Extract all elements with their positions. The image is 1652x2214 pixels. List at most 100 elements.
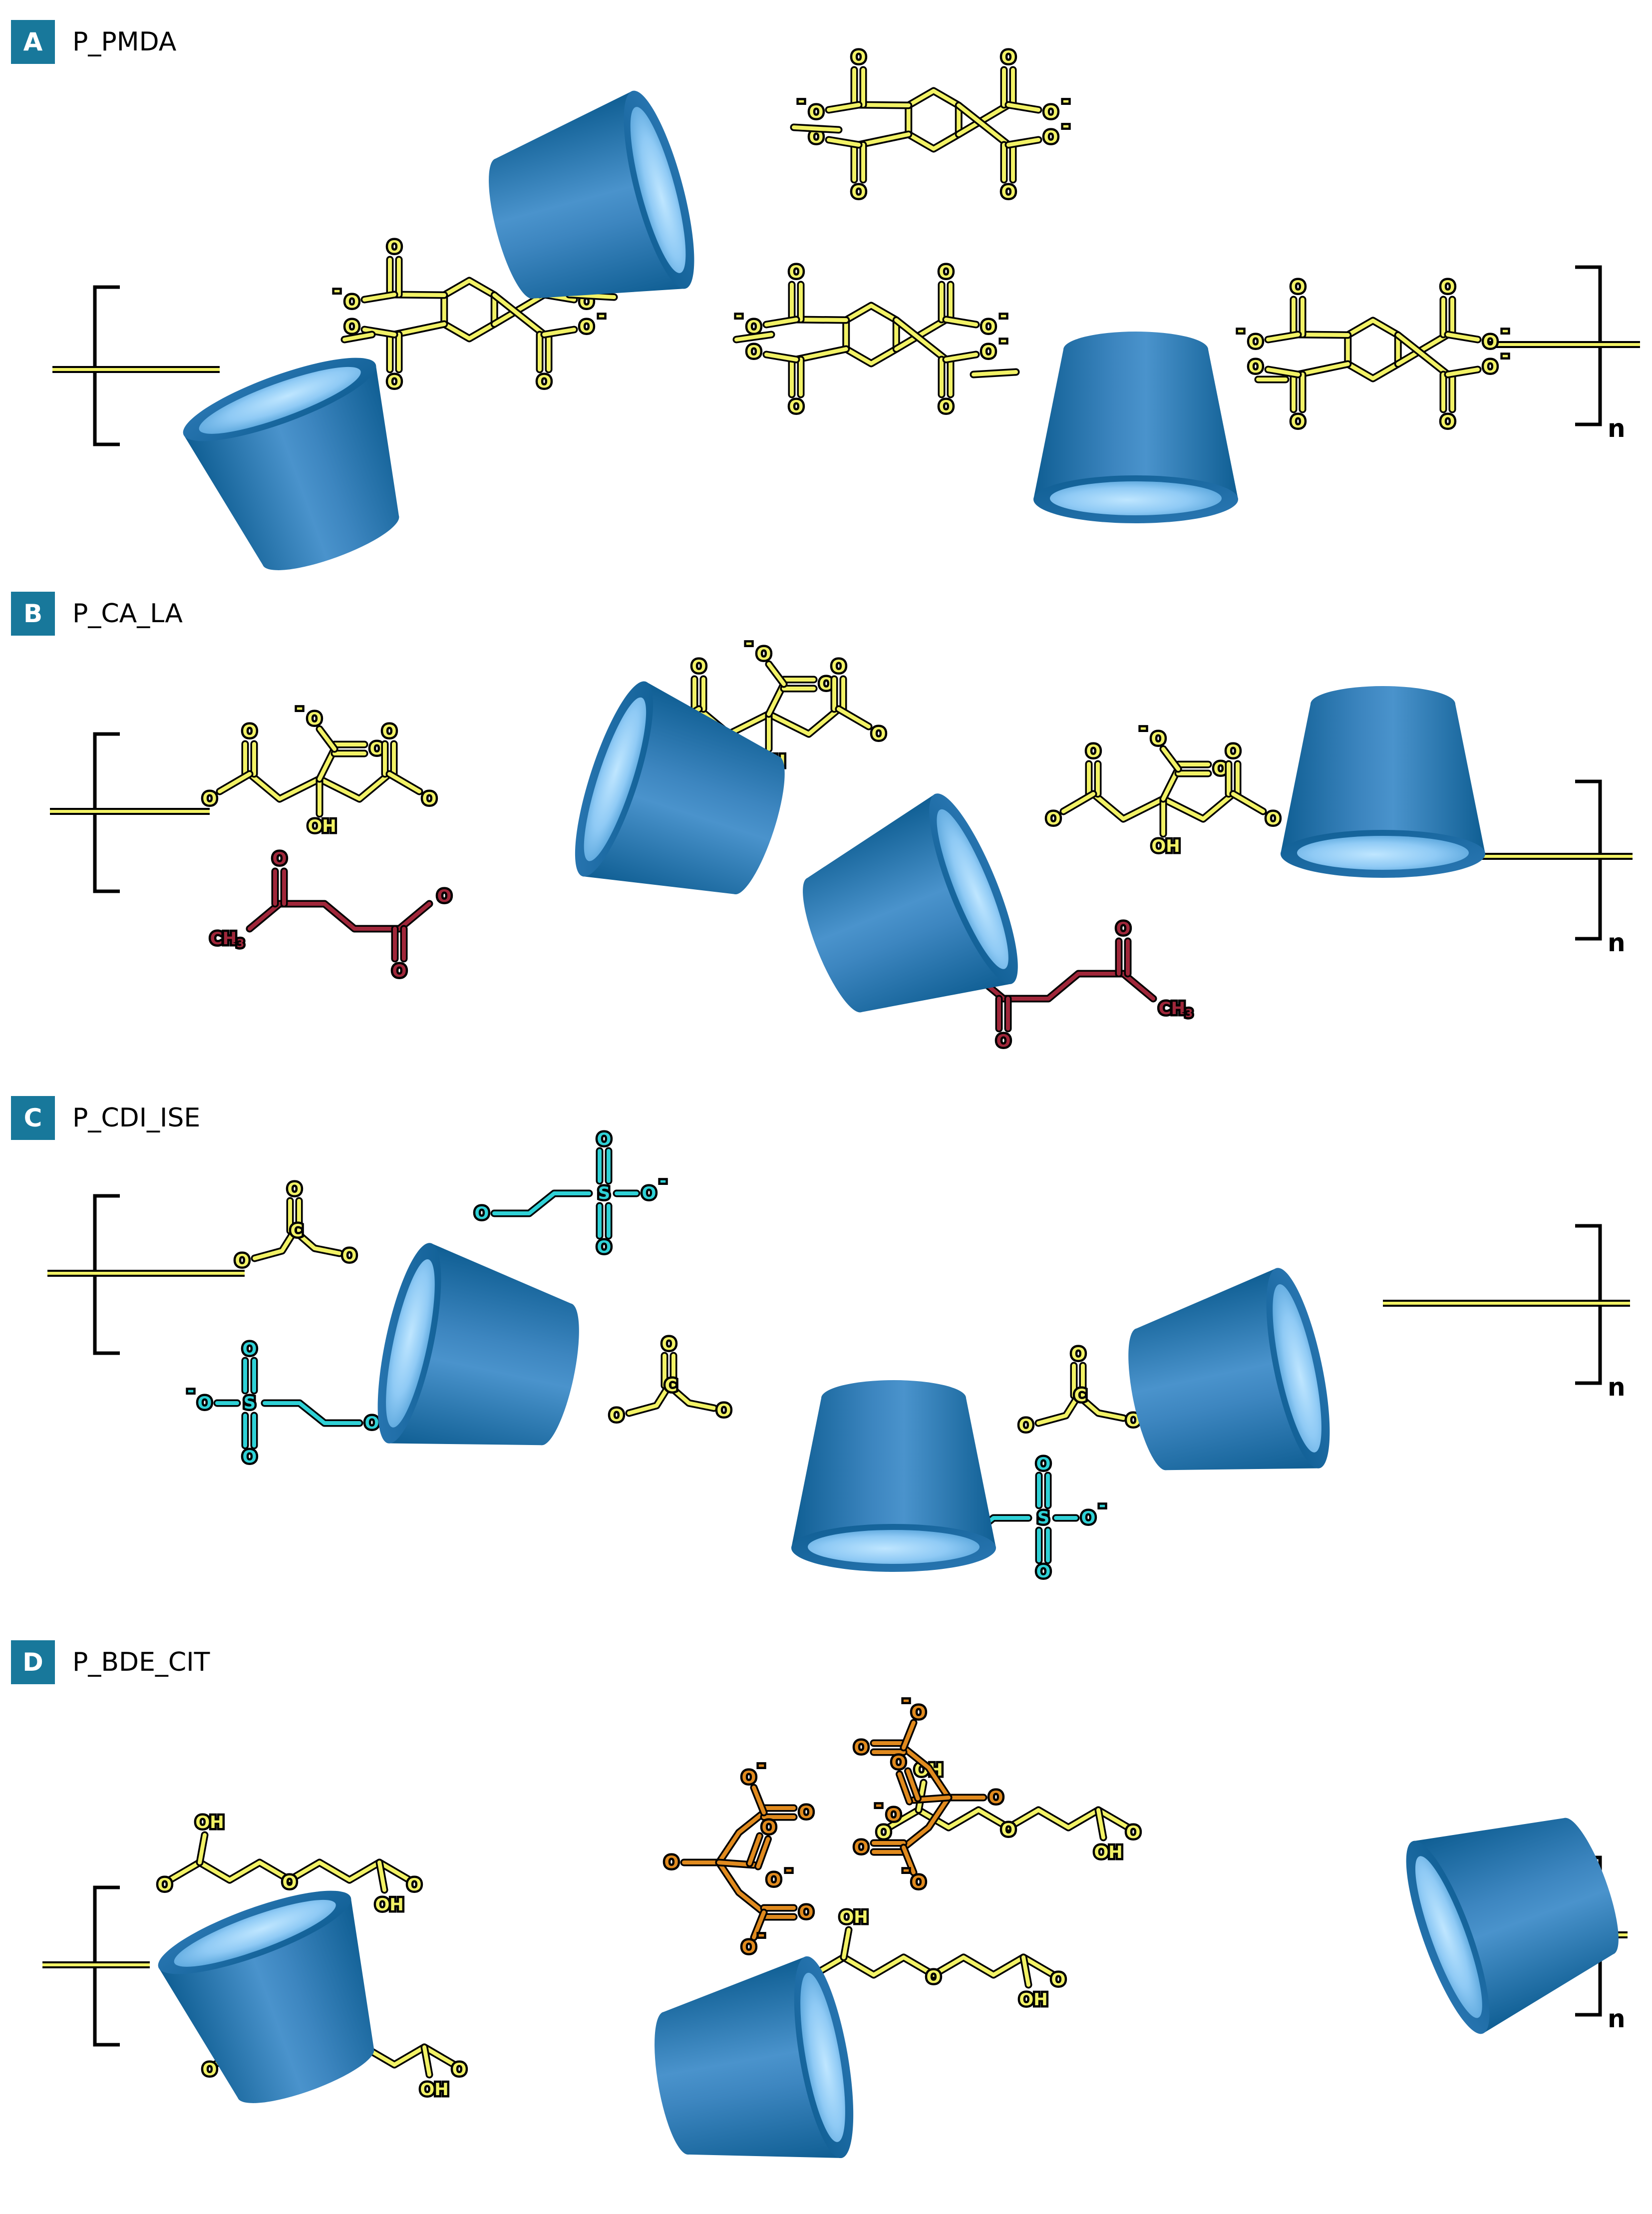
atom-label: O (203, 2060, 217, 2080)
methyl-label: CH3 (1159, 999, 1193, 1020)
atom-label: O (854, 1738, 869, 1758)
atom-label: O (664, 1852, 679, 1872)
cyclodextrin-cone-icon (1033, 332, 1238, 523)
atom-label: O (989, 1788, 1003, 1808)
atom-label: O (662, 1334, 676, 1354)
atom-label: O (1249, 332, 1263, 352)
polymer-index-a: n (1608, 414, 1626, 443)
atom-label: O (283, 1872, 297, 1892)
atom-label: O (912, 1872, 926, 1892)
atom-label: O (1116, 919, 1131, 939)
atom-label: O (789, 397, 804, 417)
cyclodextrin-cone-icon (150, 1874, 408, 2125)
atom-label: O (243, 1447, 257, 1467)
atom-label: O (1126, 1823, 1141, 1843)
atom-label: O (852, 47, 866, 67)
panel-a-label: P_PMDA (72, 27, 177, 57)
atom-label: O (1249, 357, 1263, 377)
charge-label: - (785, 1860, 792, 1880)
charge-label: - (758, 1755, 765, 1775)
citrate-graft-2: OOO-OO-OO- (852, 1688, 1005, 1895)
charge-label: - (1502, 321, 1509, 341)
atom-label: O (235, 1251, 250, 1271)
charge-label: - (1237, 321, 1244, 341)
atom-label: O (1046, 809, 1061, 829)
atom-label: C (291, 1221, 303, 1241)
atom-label: O (597, 1129, 612, 1149)
atom-label: O (407, 1875, 422, 1895)
atom-label: O (345, 292, 359, 312)
atom-label: O (1051, 1970, 1066, 1990)
atom-label: O (892, 1753, 906, 1773)
atom-label: OH (375, 1895, 403, 1915)
atom-label: O (1483, 357, 1498, 377)
charge-label: - (1000, 306, 1007, 326)
charge-label: - (598, 306, 605, 326)
charge-label: - (1062, 91, 1069, 111)
panel-a-header: A P_PMDA (11, 20, 177, 64)
badge-d-text: D (22, 1648, 43, 1677)
atom-label: OH (1094, 1843, 1122, 1862)
bracket-left-a (93, 285, 120, 446)
atom-label: OH (308, 816, 336, 836)
atom-label: O (308, 709, 322, 729)
atom-label: O (392, 961, 407, 981)
atom-label: O (610, 1406, 624, 1426)
bracket-right-b (1575, 779, 1602, 941)
atom-label: O (1086, 741, 1101, 761)
atom-label: OH (195, 1813, 224, 1833)
atom-label: S (244, 1393, 256, 1413)
atom-label: O (203, 789, 217, 809)
panel-c-label: P_CDI_ISE (72, 1103, 200, 1133)
atom-label: O (1071, 1344, 1086, 1364)
atom-label: O (852, 182, 866, 202)
atom-label: O (912, 1703, 926, 1723)
badge-c (11, 1096, 55, 1140)
charge-label: - (1099, 1495, 1106, 1515)
atom-label: O (767, 1870, 781, 1890)
atom-label: O (1001, 182, 1016, 202)
atom-label: OH (1151, 836, 1180, 856)
charge-label: - (798, 91, 805, 111)
atom-label: O (1036, 1562, 1051, 1582)
atom-label: O (422, 789, 437, 809)
atom-label: O (1044, 102, 1058, 122)
badge-b-text: B (23, 599, 42, 628)
charge-label: - (1062, 116, 1069, 136)
charge-label: - (745, 633, 752, 653)
atom-label: O (762, 1818, 776, 1838)
cyclodextrin-cone-icon (1112, 1263, 1343, 1503)
atom-label: O (982, 342, 996, 362)
atom-label: O (789, 262, 804, 282)
atom-label: O (1483, 332, 1498, 352)
charge-label: - (903, 1860, 910, 1880)
panel-d-header: D P_BDE_CIT (11, 1640, 210, 1684)
atom-label: O (799, 1902, 814, 1922)
cyclodextrin-cone-icon (364, 1238, 595, 1478)
atom-label: S (1037, 1508, 1050, 1528)
atom-label: O (198, 1393, 212, 1413)
charge-label: - (333, 281, 340, 301)
atom-label: OH (1019, 1990, 1047, 2010)
atom-label: O (854, 1838, 869, 1857)
chain-b-lines (50, 808, 1633, 860)
atom-label: OH (420, 2080, 448, 2100)
atom-label: O (1081, 1508, 1096, 1528)
badge-a-text: A (23, 27, 43, 56)
charge-label: - (1000, 331, 1007, 351)
atom-label: O (939, 262, 954, 282)
atom-label: O (1441, 412, 1455, 432)
